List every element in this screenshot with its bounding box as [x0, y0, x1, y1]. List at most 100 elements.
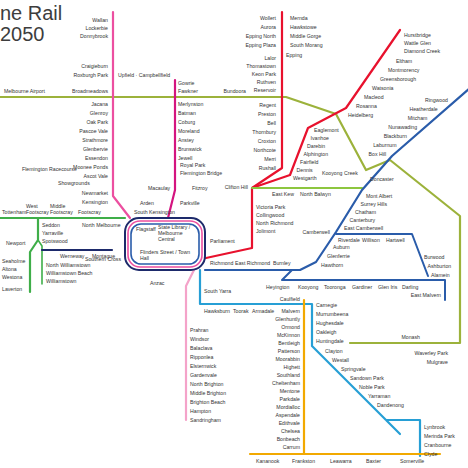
station-label: Carrum — [283, 444, 300, 450]
station-label: Ormond — [281, 324, 300, 330]
station-label: Regent — [259, 102, 276, 108]
station-label: Collingwood — [256, 212, 284, 218]
station-label: Middle Brighton — [190, 390, 226, 396]
station-label: Jewell — [178, 155, 192, 161]
station-label: Glenferrie — [327, 253, 350, 259]
station-label: Leawarra — [330, 458, 352, 464]
station-label: Glenbervie — [83, 146, 108, 152]
lilydale-line — [205, 88, 468, 270]
station-label: Ivanhoe — [311, 135, 329, 141]
station-label: Mentone — [280, 388, 300, 394]
station-label: Laverton — [2, 286, 22, 292]
station-label: Hurstbridge — [404, 32, 431, 38]
map-title: ne Rail 2050 — [0, 3, 74, 45]
werribee-line — [0, 218, 125, 292]
station-label: Yarraville — [42, 230, 63, 236]
station-label: Auburn — [333, 244, 350, 250]
station-label: Wattle Glen — [404, 40, 431, 46]
station-label: Carnegie — [316, 302, 337, 308]
city-loop — [131, 224, 199, 264]
station-label: Arden — [140, 200, 154, 206]
station-label: Moonee Ponds — [73, 164, 108, 170]
station-label: Thornbury — [252, 129, 276, 135]
station-label: Burwood — [424, 254, 444, 260]
station-label: Eltham — [396, 58, 412, 64]
station-label: North Balwyn — [300, 191, 331, 197]
station-label: Merlynston — [178, 101, 203, 107]
station-label: Lynbrook — [424, 424, 445, 430]
station-label: Darling — [402, 284, 418, 290]
station-label: Williamstown — [46, 278, 76, 284]
station-label: Coburg — [178, 119, 195, 125]
station-label: Flinders Street / Town Hall — [140, 249, 192, 261]
station-label: Epping North — [246, 33, 276, 39]
station-label: Surrey Hills — [361, 201, 388, 207]
station-label: Flagstaff — [136, 226, 156, 232]
station-label: Thomastown — [246, 63, 276, 69]
station-label: Altona — [2, 266, 17, 272]
station-label: Cranbourne — [424, 442, 451, 448]
station-label: Donnybrook — [80, 33, 108, 39]
station-label: Roxburgh Park — [73, 72, 108, 78]
station-label: Middle Footscray — [50, 203, 72, 215]
station-label: Reservoir — [254, 87, 276, 93]
hurstbridge-line — [252, 30, 400, 188]
station-label: Blackburn — [384, 133, 407, 139]
station-label: Moreland — [178, 128, 200, 134]
station-label: Royal Park — [180, 162, 205, 168]
station-label: Balaclava — [190, 345, 213, 351]
station-label: Keon Park — [252, 71, 276, 77]
station-label: Waverley Park — [414, 350, 448, 356]
station-label: Seaholme — [2, 258, 25, 264]
station-label: Greensborough — [380, 76, 416, 82]
station-label: Camberwell — [303, 229, 330, 235]
station-label: Nunawading — [388, 124, 417, 130]
station-label: Batman — [178, 110, 196, 116]
station-label: Bonbeach — [277, 436, 300, 442]
station-label: Diamond Creek — [404, 48, 440, 54]
station-label: Werneway — [60, 253, 84, 259]
tunnel-line — [42, 249, 112, 251]
station-label: Sandringham — [190, 417, 221, 423]
station-label: Windsor — [190, 336, 209, 342]
dandenong-line — [200, 270, 420, 456]
station-label: Westgarth — [293, 175, 317, 181]
station-label: South Kensington — [134, 209, 175, 215]
station-label: Ascot Vale — [84, 173, 108, 179]
station-label: Heidelberg — [348, 112, 373, 118]
station-label: Mernda — [290, 15, 308, 21]
station-label: Canterbury — [350, 217, 376, 223]
station-label: Hawthorn — [321, 262, 343, 268]
station-label: Edithvale — [279, 420, 300, 426]
station-label: East Camberwell — [344, 225, 383, 231]
station-label: Rosanna — [356, 103, 377, 109]
station-label: Strathmore — [82, 137, 108, 143]
station-label: Mont Albert — [366, 193, 392, 199]
loop-line — [0, 97, 460, 343]
station-label: Laburnum — [373, 142, 396, 148]
station-label: Wollert — [260, 15, 276, 21]
doncaster-line — [252, 187, 362, 189]
station-label: Ringwood — [425, 97, 448, 103]
station-label: Spotswood — [42, 238, 68, 244]
station-label: Watsonia — [372, 85, 393, 91]
station-label: Baxter — [366, 458, 381, 464]
station-label: Doncaster — [370, 176, 394, 182]
station-label: Parliament — [210, 238, 235, 244]
station-label: Mordialloc — [276, 404, 300, 410]
station-label: Mulgrave — [427, 359, 448, 365]
station-label: Elsternwick — [190, 363, 216, 369]
station-label: Merinda Park — [424, 433, 455, 439]
station-label: Aurora — [260, 24, 276, 30]
station-label: Willison — [362, 237, 380, 243]
station-label: Clyde — [424, 451, 437, 457]
station-label: Glen Iris — [378, 284, 397, 290]
station-label: Ashburton — [428, 263, 452, 269]
station-label: West Footscray — [26, 203, 48, 215]
station-label: Bundoora — [224, 88, 247, 94]
station-label: Noble Park — [359, 384, 385, 390]
station-label: Melbourne Airport — [4, 88, 45, 94]
station-label: Parkdale — [280, 396, 300, 402]
station-label: Epping Plaza — [245, 42, 276, 48]
